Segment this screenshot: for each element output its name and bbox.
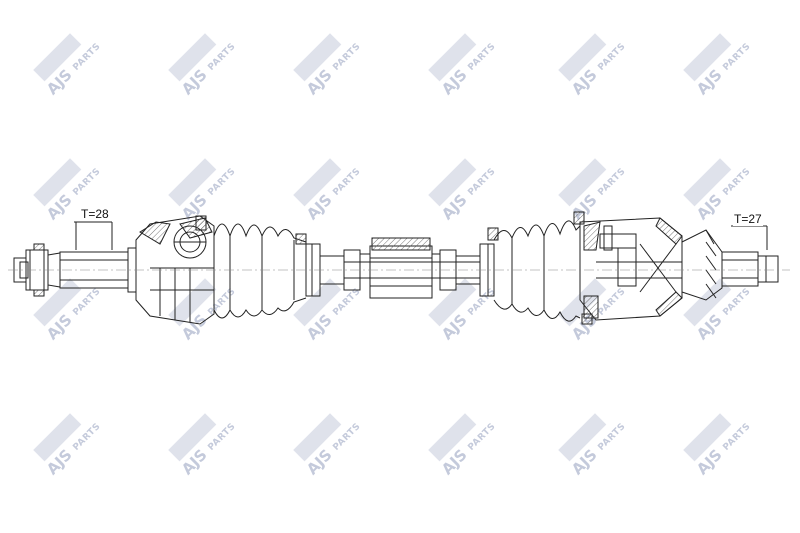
center-damper [360, 237, 440, 299]
main-shaft [343, 249, 480, 291]
left-spline-count-label: T=28 [80, 207, 110, 221]
inner-tripod-joint [579, 217, 683, 321]
right-boot-bellows [493, 211, 593, 325]
right-spline-count-label: T=27 [733, 212, 763, 226]
left-spline-shaft [59, 221, 137, 293]
outer-cv-joint [135, 215, 215, 325]
left-boot-bellows [213, 223, 307, 319]
right-spline-shaft [681, 225, 779, 301]
